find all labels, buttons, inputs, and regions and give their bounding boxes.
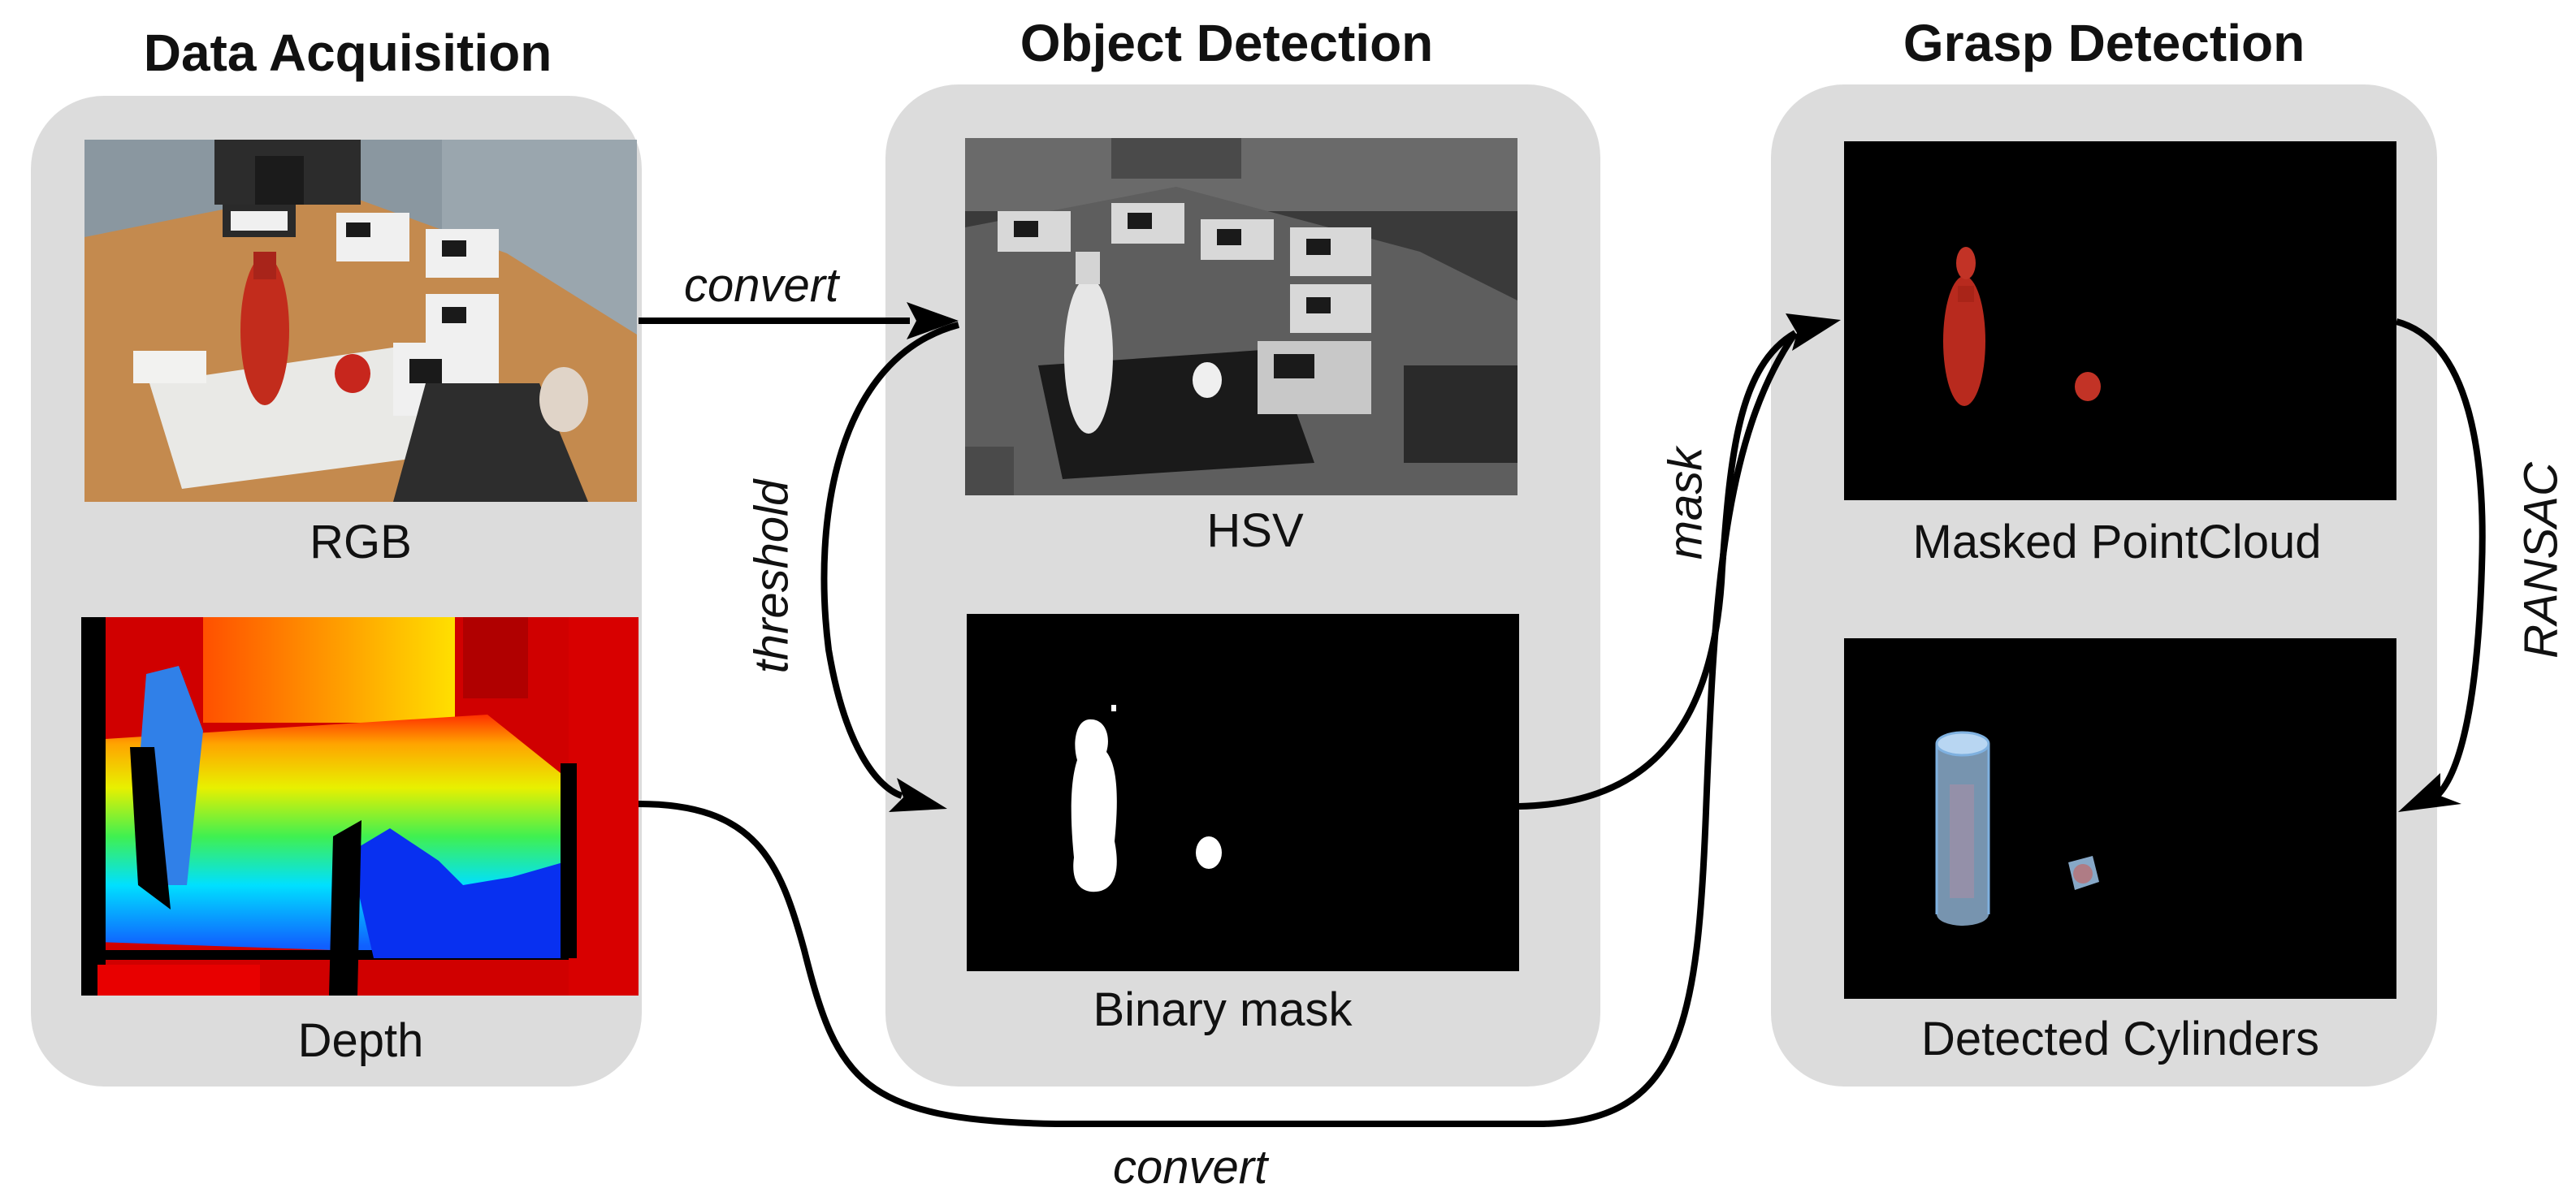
label-hsv-to-mask: threshold: [745, 479, 799, 674]
detected-cylinders-image: [1844, 638, 2396, 999]
depth-caption: Depth: [297, 1014, 424, 1067]
masked-pointcloud-image: [1844, 141, 2396, 500]
detected-cylinders-caption: Detected Cylinders: [1921, 1013, 2319, 1065]
hsv-caption: HSV: [1206, 504, 1304, 557]
rgb-image: [84, 140, 637, 502]
depth-image: [81, 617, 639, 996]
grasp-detection-title: Grasp Detection: [1903, 14, 2305, 72]
hsv-image: [965, 138, 1517, 495]
label-depth-to-pointcloud: convert: [1113, 1141, 1268, 1194]
acquisition-title: Data Acquisition: [143, 24, 552, 82]
rgb-caption: RGB: [310, 516, 412, 568]
label-mask-to-pointcloud: mask: [1659, 447, 1712, 560]
object-detection-title: Object Detection: [1020, 14, 1434, 72]
label-rgb-to-hsv: convert: [684, 259, 839, 312]
binary-mask-caption: Binary mask: [1093, 983, 1353, 1036]
masked-pointcloud-caption: Masked PointCloud: [1912, 516, 2322, 568]
binary-mask-image: [967, 614, 1519, 971]
label-pointcloud-to-cylinders: RANSAC: [2514, 462, 2568, 659]
